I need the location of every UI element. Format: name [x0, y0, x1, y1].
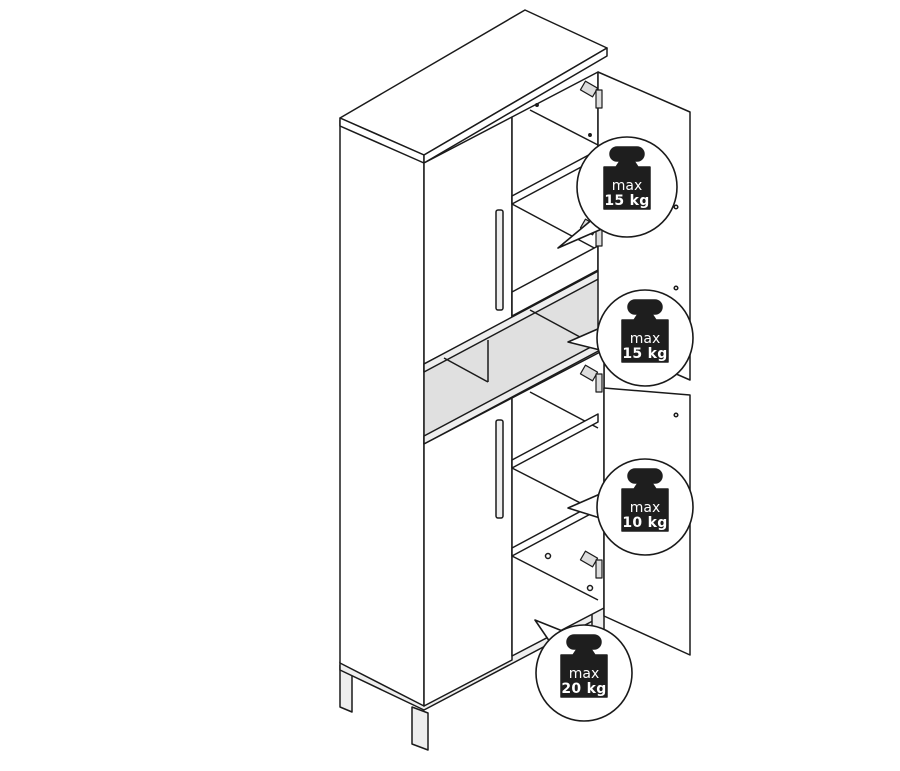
weight-icons [560, 146, 669, 698]
lower-door-handle [495, 419, 504, 519]
weight-icon [621, 299, 669, 363]
lower-interior [511, 349, 605, 657]
weight-icon [560, 634, 608, 698]
lower-left-door [423, 397, 513, 707]
weight-icon [603, 146, 651, 210]
upper-door-handle [495, 209, 504, 311]
left-side-panel [339, 119, 425, 707]
hinge-icon [579, 364, 603, 393]
hinge-icon [579, 550, 603, 579]
hinge-icon [579, 80, 603, 109]
weight-icon [621, 468, 669, 532]
